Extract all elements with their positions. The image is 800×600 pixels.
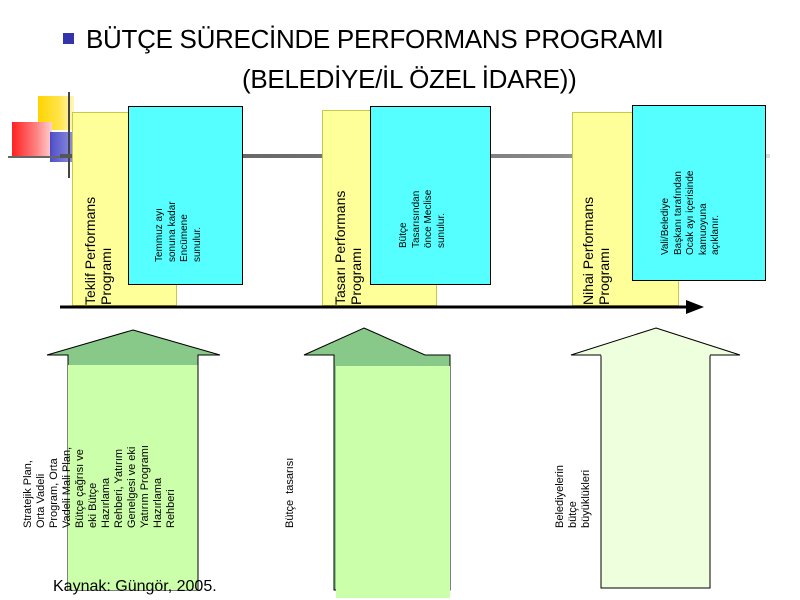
stage-nihai-note-box bbox=[632, 105, 766, 281]
source-citation: Kaynak: Güngör, 2005. bbox=[53, 578, 217, 595]
input-text-municipal-budgets: Belediyelerin bütçe büyüklükleri bbox=[554, 465, 592, 528]
title-line-1: BÜTÇE SÜRECİNDE PERFORMANS PROGRAMI bbox=[86, 24, 664, 54]
input-text-plans: Stratejik Plan, Orta Vadeli Program, Ort… bbox=[22, 445, 177, 528]
input-text-budget-draft: Bütçe tasarısı bbox=[284, 457, 296, 528]
stage-tasari-note-box bbox=[370, 106, 491, 285]
stage-teklif-note-box bbox=[128, 106, 243, 285]
title-line-2: (BELEDİYE/İL ÖZEL İDARE)) bbox=[242, 64, 577, 94]
square-bullet-icon bbox=[63, 33, 74, 44]
